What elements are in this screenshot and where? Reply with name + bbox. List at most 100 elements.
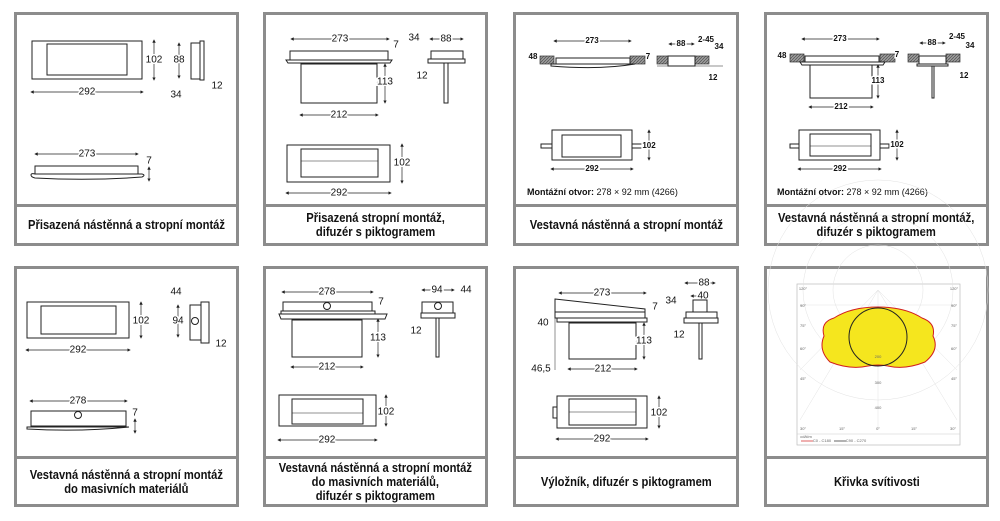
drawing-shape — [848, 307, 908, 367]
dimension-label: 102 — [378, 407, 395, 418]
dimension-label: 75° — [800, 323, 806, 328]
dimension-label: 278 — [319, 287, 336, 298]
drawing-shape — [789, 53, 805, 63]
drawing-shape — [568, 322, 637, 360]
drawing-shape — [278, 313, 388, 320]
drawing-shape — [427, 58, 466, 64]
drawing-shape — [30, 173, 145, 180]
card-recessed-wall-ceiling: Vestavná nástěnná a stropní montáž — [513, 12, 739, 246]
dimension-label: 48 — [529, 52, 538, 61]
dimension-label: 94 — [172, 316, 184, 327]
dimension-label: 12 — [416, 71, 428, 82]
dimension-label: 88 — [173, 55, 185, 66]
dimension-label: 113 — [872, 76, 885, 85]
dimension-label: 273 — [79, 149, 96, 160]
dimension-label: 34 — [715, 42, 724, 51]
drawing-shape — [804, 55, 880, 63]
drawing-shape — [420, 312, 456, 319]
dimension-label: 60° — [800, 346, 806, 351]
drawing-shape — [430, 50, 464, 60]
caption: Výložník, difuzér s piktogramem — [516, 456, 736, 504]
dimension-label: 113 — [377, 77, 393, 88]
dimension-label: 292 — [319, 435, 336, 446]
dimension-label: 7 — [895, 50, 900, 59]
dimension-label: 113 — [636, 336, 652, 347]
dimension-label: 34 — [966, 41, 975, 50]
dimension-label: 90° — [800, 303, 806, 308]
dimension-label: 88 — [698, 278, 710, 289]
drawing-shape — [554, 311, 646, 319]
dimension-label: 12 — [211, 81, 223, 92]
drawing-shape — [443, 62, 449, 104]
dimension-label: 400 — [875, 405, 882, 410]
dimension-label: 273 — [833, 34, 847, 43]
dimension-label: 2-45 — [949, 32, 966, 41]
drawing-shape — [291, 319, 363, 358]
dimension-label: 34 — [408, 33, 420, 44]
dimension-label: 7 — [146, 156, 152, 167]
dimension-label: 292 — [79, 87, 96, 98]
dimension-label: 40 — [537, 318, 549, 329]
drawing-shape — [685, 311, 718, 319]
dimension-label: 15° — [911, 426, 917, 431]
dimension-label: C90 - C270 — [846, 438, 867, 443]
dimension-label: 48 — [778, 51, 787, 60]
card-bracket-pictogram: Výložník, difuzér s piktogramem — [513, 266, 739, 507]
drawing-shape — [285, 59, 393, 64]
drawing-shape — [667, 55, 696, 67]
dimension-label: 44 — [460, 285, 472, 296]
dimension-label: 292 — [70, 345, 87, 356]
drawing-shape — [683, 317, 719, 324]
dimension-label: 212 — [319, 362, 336, 373]
dimension-label: 273 — [594, 288, 611, 299]
dimension-label: 15° — [839, 426, 845, 431]
drawing-shape — [799, 61, 886, 66]
drawing-shape — [191, 317, 199, 325]
dimension-label: 75° — [951, 323, 957, 328]
dimension-label: 30° — [800, 426, 806, 431]
drawing-shape — [629, 55, 646, 65]
dimension-label: 7 — [393, 40, 399, 51]
dimension-label: 212 — [595, 364, 612, 375]
dimension-label: 102 — [651, 408, 668, 419]
caption: Vestavná nástěnná a stropní montáž — [516, 204, 736, 243]
drawing-shape — [879, 53, 896, 63]
drawing-shape — [692, 299, 708, 313]
drawing-2: 273 7 113 212 34 88 12 102 292 — [285, 31, 466, 200]
caption: Vestavná nástěnná a stropní montáž,difuz… — [767, 204, 986, 243]
dimension-label: 12 — [960, 71, 969, 80]
dimension-label: 102 — [133, 316, 150, 327]
drawing-shape — [561, 134, 622, 158]
dimension-label: 12 — [410, 326, 422, 337]
drawing-shape — [40, 305, 117, 335]
dimension-label: 34 — [170, 90, 182, 101]
dimension-label: Montážní otvor: 278 × 92 mm (4266) — [527, 187, 678, 197]
dimension-label: cd/klm — [800, 434, 812, 439]
drawing-shape — [434, 302, 442, 310]
polar-intensity-chart: 120° 90° 75° 60° 45° 120° 90° 75° 60° 45… — [767, 179, 989, 446]
drawing-shape — [200, 301, 210, 344]
dimension-label: 102 — [642, 141, 656, 150]
drawing-shape — [631, 143, 644, 149]
dimension-label: 273 — [332, 34, 349, 45]
dimension-label: 7 — [646, 52, 651, 61]
drawing-shape — [435, 317, 440, 358]
dimension-label: 113 — [370, 333, 386, 344]
dimension-label: Montážní otvor: 278 × 92 mm (4266) — [777, 187, 928, 197]
drawing-shape — [809, 133, 872, 157]
dimension-label: 88 — [677, 39, 686, 48]
dimension-label: 45° — [951, 376, 957, 381]
dimension-label: 90° — [951, 303, 957, 308]
dimension-label: 212 — [834, 102, 848, 111]
drawing-shape — [300, 148, 379, 178]
dimension-label: 292 — [585, 164, 599, 173]
caption: Přisazená stropní montáž,difuzér s pikto… — [266, 204, 485, 243]
dimension-label: 7 — [652, 302, 658, 313]
drawing-shape — [550, 63, 636, 69]
